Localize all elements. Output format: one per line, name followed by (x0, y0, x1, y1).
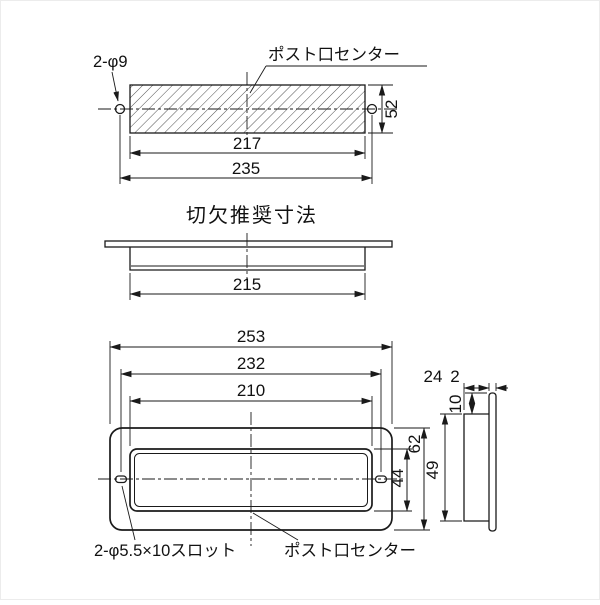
section-title: 切欠推奨寸法 (186, 204, 318, 227)
post-center-label-bottom: ポスト口センター (284, 541, 416, 560)
dim-side-height: 49 (423, 413, 462, 522)
dim-cutout-width-value: 217 (233, 134, 261, 153)
dim-depth-and-thickness: 24 2 (424, 367, 508, 410)
section-view: 215 (104, 233, 393, 300)
dim-overall-height-value: 62 (405, 435, 424, 454)
post-center-leader-bottom (252, 512, 299, 541)
dim-top-offset-value: 10 (446, 395, 465, 414)
right-mounting-slot (374, 475, 388, 484)
dim-slot-pitch-value: 232 (237, 354, 265, 373)
side-view: 24 2 10 49 (423, 367, 508, 532)
left-mounting-slot (114, 475, 128, 484)
side-body-profile (463, 413, 489, 522)
dim-overall-width: 253 (109, 327, 393, 424)
slots-leader-line (121, 485, 136, 541)
dim-overall-width-value: 253 (237, 327, 265, 346)
dim-side-height-value: 49 (423, 461, 442, 480)
dim-hole-pitch-value: 235 (232, 159, 260, 178)
dim-thickness-value: 2 (450, 367, 459, 386)
cutout-hatched-area (129, 84, 366, 134)
holes-leader-line (111, 71, 119, 102)
dim-opening-height-value: 44 (388, 469, 407, 488)
dim-slot-pitch: 232 (120, 354, 382, 472)
front-view: 253 232 210 62 44 2-φ5.5×10スロット (94, 327, 430, 560)
holes-label: 2-φ9 (93, 53, 128, 71)
side-face-plate (488, 392, 497, 532)
front-plate-outline (109, 427, 393, 531)
slots-label: 2-φ5.5×10スロット (94, 542, 236, 560)
dim-depth-value: 24 (424, 367, 443, 386)
right-hole (366, 103, 378, 115)
front-opening-inner (134, 453, 368, 507)
front-opening-outer (129, 448, 373, 512)
section-face-plate (104, 240, 393, 248)
dim-section-width-value: 215 (233, 275, 261, 294)
dim-opening-height: 44 (374, 448, 412, 512)
dim-opening-width-value: 210 (237, 381, 265, 400)
dim-section-width: 215 (129, 273, 366, 300)
dim-top-offset: 10 (446, 392, 487, 415)
dim-opening-width: 210 (129, 381, 373, 446)
dim-hole-pitch: 235 (119, 115, 373, 184)
cutout-view: 2-φ9 ポスト口センター 52 217 235 (93, 45, 427, 184)
section-recess (129, 247, 366, 271)
dim-cutout-width: 217 (129, 134, 366, 159)
dim-cutout-height: 52 (368, 84, 401, 134)
dim-cutout-height-value: 52 (382, 100, 401, 119)
post-center-leader-top (249, 65, 267, 94)
left-hole (114, 103, 126, 115)
post-center-label-top: ポスト口センター (268, 45, 400, 64)
